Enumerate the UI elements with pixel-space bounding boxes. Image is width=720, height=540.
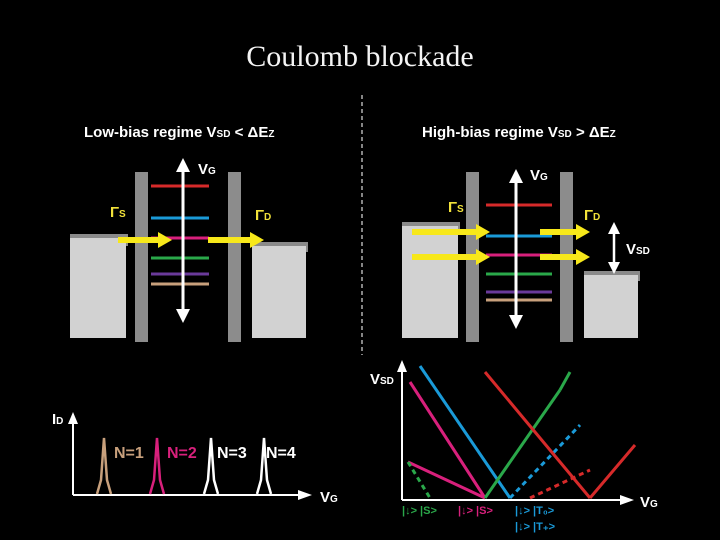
peak-label-n3: N=3 bbox=[217, 445, 247, 462]
coulomb-diamond-plot: VSD VG |↓> |S> |↓> |S> |↓> |T₀> |↓> |T₊> bbox=[370, 360, 658, 533]
hb-source-reservoir bbox=[402, 226, 458, 338]
low-bias-heading: Low-bias regime VSD < ΔEZ bbox=[84, 124, 274, 141]
hb-gate-arrowhead-down bbox=[509, 315, 523, 329]
drain-barrier bbox=[228, 172, 241, 342]
tunnel-in-arrowhead bbox=[158, 232, 172, 248]
current-vs-gate-plot: ID VG N=1 N=2 N=3 N=4 bbox=[52, 411, 338, 506]
diamond-vsd-label: VSD bbox=[370, 371, 394, 388]
low-bias-panel: Low-bias regime VSD < ΔEZ VG ΓS ΓD bbox=[70, 124, 308, 342]
state-label-s1: |↓> |S> bbox=[402, 505, 437, 517]
high-bias-panel: High-bias regime VSD > ΔEZ VG VSD ΓS ΓD bbox=[402, 124, 650, 342]
diamond-line-magenta-1 bbox=[408, 381, 487, 499]
source-reservoir bbox=[70, 238, 126, 338]
hb-gate-arrowhead-up bbox=[509, 169, 523, 183]
state-label-t0: |↓> |T₀> bbox=[515, 505, 554, 517]
gate-arrowhead-up bbox=[176, 158, 190, 172]
high-gamma-s: ΓS bbox=[448, 199, 464, 216]
low-gamma-s: ΓS bbox=[110, 204, 126, 221]
hb-energy-levels bbox=[486, 203, 552, 302]
diamond-line-green-top bbox=[558, 371, 572, 391]
peak-n2 bbox=[148, 437, 166, 495]
diamond-line-red-dashed bbox=[529, 468, 591, 500]
diamond-line-green-dashed bbox=[406, 461, 432, 499]
diamond-line-blue bbox=[418, 365, 512, 499]
slide-title: Coulomb blockade bbox=[246, 40, 474, 73]
hb-tunnel-out-arrowhead-2 bbox=[576, 249, 590, 265]
hb-tunnel-in-arrowhead-1 bbox=[476, 224, 490, 240]
state-label-s2: |↓> |S> bbox=[458, 505, 493, 517]
hb-drain-reservoir bbox=[584, 275, 638, 338]
low-vg-label: VG bbox=[198, 161, 216, 178]
peak-label-n2: N=2 bbox=[167, 445, 197, 462]
current-vg-axis-label: VG bbox=[320, 489, 338, 506]
hb-tunnel-out-arrowhead-1 bbox=[576, 224, 590, 240]
diamond-vg-axis-arrowhead bbox=[620, 495, 634, 505]
diamond-line-red-2 bbox=[588, 444, 637, 499]
high-vg-label: VG bbox=[530, 167, 548, 184]
diamond-line-red-1 bbox=[483, 371, 592, 499]
high-gamma-d: ΓD bbox=[584, 207, 600, 224]
diamond-vg-label: VG bbox=[640, 494, 658, 511]
vg-axis-arrowhead bbox=[298, 490, 312, 500]
drain-reservoir bbox=[252, 246, 306, 338]
high-bias-heading: High-bias regime VSD > ΔEZ bbox=[422, 124, 616, 141]
gate-arrowhead-down bbox=[176, 309, 190, 323]
peak-n1 bbox=[95, 437, 113, 495]
diamond-line-magenta-2 bbox=[407, 460, 486, 500]
tunnel-out-arrowhead bbox=[250, 232, 264, 248]
diamond-line-blue-dashed bbox=[508, 423, 582, 500]
peak-label-n1: N=1 bbox=[114, 445, 144, 462]
source-barrier bbox=[135, 172, 148, 342]
peak-label-n4: N=4 bbox=[266, 445, 296, 462]
hb-tunnel-in-arrowhead-2 bbox=[476, 249, 490, 265]
id-axis-arrowhead bbox=[68, 412, 78, 424]
vsd-arrowhead-up bbox=[608, 222, 620, 234]
state-label-tplus: |↓> |T₊> bbox=[515, 521, 555, 533]
peak-n4 bbox=[255, 437, 273, 495]
energy-levels bbox=[151, 184, 209, 286]
vsd-axis-arrowhead bbox=[397, 360, 407, 372]
vsd-arrowhead-down bbox=[608, 262, 620, 274]
id-axis-label: ID bbox=[52, 411, 63, 428]
peak-n3 bbox=[202, 437, 220, 495]
diamond-line-green bbox=[483, 389, 562, 499]
low-gamma-d: ΓD bbox=[255, 207, 271, 224]
hb-vsd-label: VSD bbox=[626, 241, 650, 258]
